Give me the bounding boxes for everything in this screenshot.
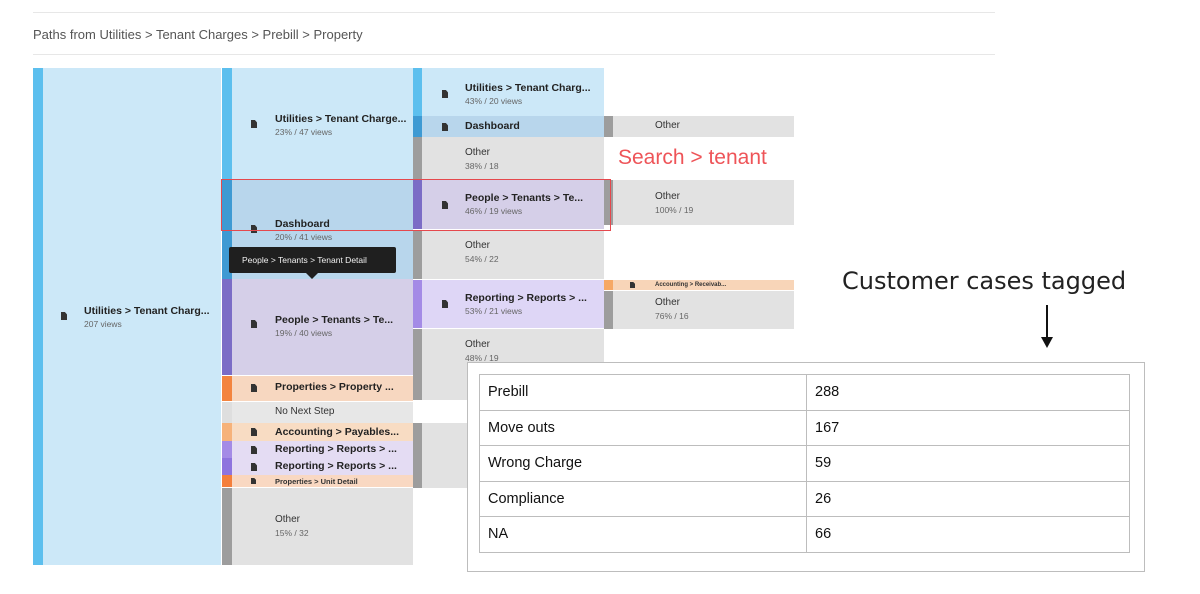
node-title: Properties > Unit Detail	[275, 477, 358, 486]
node-views: 46% / 19 views	[465, 206, 523, 216]
down-arrow-icon	[1046, 305, 1048, 339]
node-title: Other	[275, 514, 301, 525]
page-icon	[251, 446, 257, 454]
node-title: Other	[655, 297, 681, 308]
node-views: 23% / 47 views	[275, 127, 333, 137]
page-icon	[251, 384, 257, 392]
node-title: Other	[465, 240, 491, 251]
node-title: Utilities > Tenant Charge...	[275, 113, 407, 125]
table-row: Move outs 167	[479, 409, 1130, 446]
cases-table: Prebill 288 Move outs 167 Wrong Charge 5…	[479, 374, 1130, 553]
step1-node-unit-detail[interactable]: Properties > Unit Detail	[222, 475, 413, 487]
node-title: Dashboard	[275, 218, 330, 230]
page-icon	[251, 225, 257, 233]
table-row: Prebill 288	[479, 374, 1130, 411]
tooltip: People > Tenants > Tenant Detail	[229, 247, 396, 273]
node-title: Accounting > Receivab...	[655, 282, 727, 288]
page-icon	[630, 282, 635, 288]
node-title: Reporting > Reports > ...	[465, 292, 587, 304]
node-title: People > Tenants > Te...	[465, 192, 584, 204]
step3-node-other-c[interactable]: Other 76% / 16	[604, 291, 794, 329]
node-views: 54% / 22	[465, 254, 499, 264]
step3-node-accounting[interactable]: Accounting > Receivab...	[604, 280, 794, 290]
page-icon	[61, 312, 67, 320]
page-icon	[442, 123, 448, 131]
node-views: 19% / 40 views	[275, 328, 333, 338]
case-label: Move outs	[479, 409, 807, 446]
node-title: Accounting > Payables...	[275, 426, 399, 438]
node-title: Dashboard	[465, 120, 520, 132]
step1-node-accounting[interactable]: Accounting > Payables...	[222, 423, 413, 441]
step1-node-utilities[interactable]: Utilities > Tenant Charge... 23% / 47 vi…	[222, 68, 413, 180]
step1-node-properties[interactable]: Properties > Property ...	[222, 376, 413, 401]
node-views: 43% / 20 views	[465, 96, 523, 106]
case-count: 288	[806, 374, 1130, 411]
arrow-head	[1041, 337, 1053, 348]
node-title: People > Tenants > Te...	[275, 314, 394, 326]
node-title: Reporting > Reports > ...	[275, 443, 397, 455]
page-icon	[251, 478, 256, 484]
case-label: Wrong Charge	[479, 445, 807, 482]
case-label: NA	[479, 516, 807, 553]
node-title: Utilities > Tenant Charg...	[465, 82, 591, 94]
header-divider	[33, 54, 995, 55]
case-label: Prebill	[479, 374, 807, 411]
node-views: 53% / 21 views	[465, 306, 523, 316]
table-row: Wrong Charge 59	[479, 445, 1130, 482]
step1-node-people[interactable]: People > Tenants > Te... 19% / 40 views	[222, 279, 413, 375]
step2-stub	[413, 423, 473, 488]
step2-node-people[interactable]: People > Tenants > Te... 46% / 19 views	[413, 180, 604, 229]
node-title: Utilities > Tenant Charg...	[84, 305, 210, 317]
step2-node-other-b[interactable]: Other 54% / 22	[413, 230, 604, 279]
search-annotation: Search > tenant	[618, 146, 767, 169]
step1-node-reporting-1[interactable]: Reporting > Reports > ...	[222, 441, 413, 458]
node-title: Reporting > Reports > ...	[275, 460, 397, 472]
case-count: 59	[806, 445, 1130, 482]
breadcrumb: Paths from Utilities > Tenant Charges > …	[33, 27, 363, 42]
node-title: No Next Step	[275, 406, 335, 417]
cases-title: Customer cases tagged	[842, 267, 1127, 295]
step2-node-dashboard[interactable]: Dashboard	[413, 116, 604, 137]
step2-stub	[413, 376, 473, 400]
tooltip-pointer	[306, 273, 318, 279]
case-count: 26	[806, 480, 1130, 517]
case-count: 66	[806, 516, 1130, 553]
table-row: Compliance 26	[479, 480, 1130, 517]
page-icon	[251, 120, 257, 128]
node-title: Other	[655, 120, 681, 131]
node-title: Other	[655, 191, 681, 202]
step1-node-reporting-2[interactable]: Reporting > Reports > ...	[222, 458, 413, 475]
page-icon	[251, 463, 257, 471]
page-icon	[251, 320, 257, 328]
step2-node-other-a[interactable]: Other 38% / 18	[413, 137, 604, 180]
node-views: 20% / 41 views	[275, 232, 333, 242]
page-icon	[442, 90, 448, 98]
step3-node-other-b[interactable]: Other 100% / 19	[604, 180, 794, 225]
root-node[interactable]: Utilities > Tenant Charg... 207 views	[33, 68, 221, 565]
table-row: NA 66	[479, 516, 1130, 553]
case-label: Compliance	[479, 480, 807, 517]
page-icon	[251, 428, 257, 436]
node-views: 100% / 19	[655, 205, 694, 215]
node-title: Other	[465, 339, 491, 350]
node-title: Properties > Property ...	[275, 381, 394, 393]
step2-node-reporting[interactable]: Reporting > Reports > ... 53% / 21 views	[413, 280, 604, 328]
step2-node-utilities[interactable]: Utilities > Tenant Charg... 43% / 20 vie…	[413, 68, 604, 116]
page-icon	[442, 300, 448, 308]
node-views: 207 views	[84, 319, 122, 329]
step3-node-other-a[interactable]: Other	[604, 116, 794, 137]
step1-node-no-next-step[interactable]: No Next Step	[222, 402, 413, 423]
page-icon	[442, 201, 448, 209]
node-title: Other	[465, 147, 491, 158]
node-views: 76% / 16	[655, 311, 689, 321]
case-count: 167	[806, 409, 1130, 446]
node-views: 15% / 32	[275, 528, 309, 538]
node-views: 48% / 19	[465, 353, 499, 363]
node-views: 38% / 18	[465, 161, 499, 171]
top-divider	[33, 12, 995, 13]
highlight-box	[221, 179, 611, 231]
step1-node-other[interactable]: Other 15% / 32	[222, 488, 413, 565]
